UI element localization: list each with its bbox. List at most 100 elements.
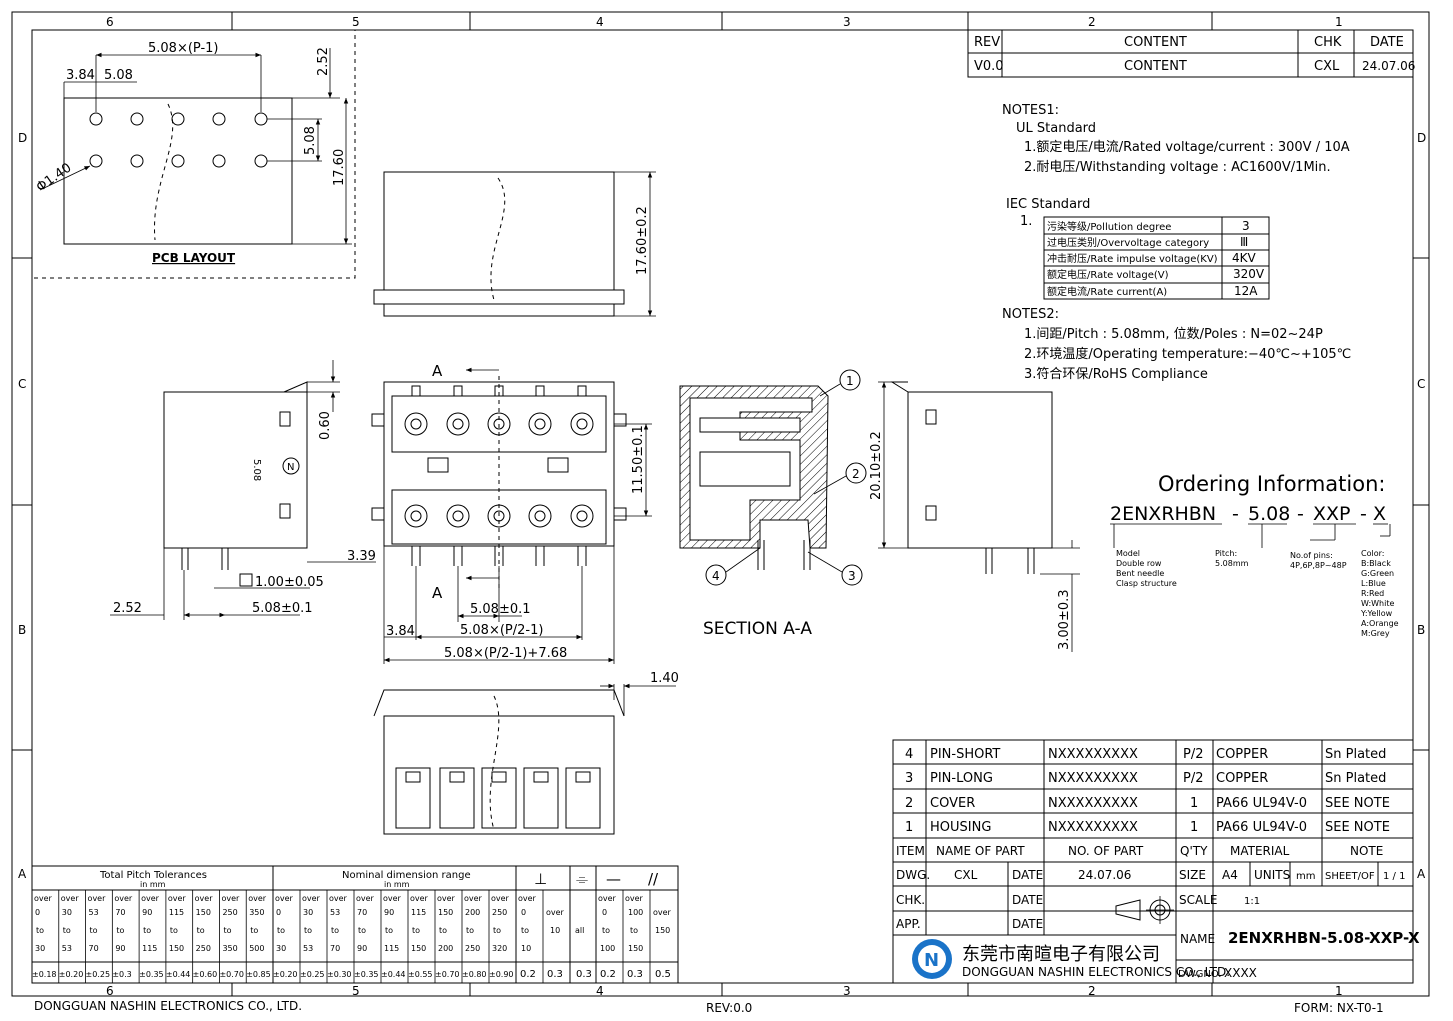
bom-cell: 1 (905, 820, 913, 835)
tol-to-value: 250 (465, 944, 480, 953)
tol-to: to (170, 926, 178, 935)
iec-value: 3 (1242, 219, 1250, 233)
notes2-title: NOTES2: (1002, 307, 1059, 322)
bom-cell: SEE NOTE (1325, 796, 1390, 811)
tb-value: mm (1296, 871, 1315, 882)
tb-value: 1 / 1 (1383, 871, 1405, 882)
tb-label: SCALE (1179, 893, 1217, 907)
tol-to: to (143, 926, 151, 935)
zone-col-top: 5 (352, 15, 360, 29)
iec-title: IEC Standard (1006, 197, 1090, 212)
tol-to: to (63, 926, 71, 935)
tb-label: NAME (1180, 932, 1215, 946)
tb-label: DATE (1012, 893, 1043, 907)
tol-to-value: 70 (330, 944, 340, 953)
bom-cell: PA66 UL94V-0 (1216, 796, 1307, 811)
projection-symbol (1115, 896, 1174, 924)
tol-title: Total Pitch Tolerances (99, 870, 207, 881)
tol-over: over (464, 894, 483, 903)
code-part: X (1373, 503, 1386, 525)
tol-value: ±0.70 (435, 970, 460, 979)
tol-from: 0 (521, 908, 526, 917)
dim-label: 17.60±0.2 (635, 206, 650, 275)
tol-to: to (358, 926, 366, 935)
tol-value: ±0.35 (139, 970, 164, 979)
chk-value: CXL (1314, 59, 1340, 74)
pins-desc: No.of pins: (1290, 551, 1333, 560)
tol-to: to (277, 926, 285, 935)
notes1-title: NOTES1: (1002, 103, 1059, 118)
tol-to: to (36, 926, 44, 935)
tol-to: to (223, 926, 231, 935)
iec-label: 污染等级/Pollution degree (1047, 220, 1171, 233)
tol-value: ±0.60 (193, 970, 218, 979)
pcb-frame (31, 29, 356, 279)
zone-col-top: 1 (1335, 15, 1343, 29)
tol-to: to (602, 926, 610, 935)
dim-label: 3.00±0.3 (1057, 589, 1072, 650)
bom-cell: NXXXXXXXXX (1048, 771, 1138, 786)
tol-over: over (114, 894, 133, 903)
color-desc: G:Green (1361, 569, 1394, 578)
pitch-desc: 5.08mm (1215, 559, 1249, 568)
footer-right: FORM: NX-T0-1 (1294, 1001, 1384, 1015)
bom-cell: COPPER (1216, 747, 1268, 762)
tol-value: ±0.20 (59, 970, 84, 979)
tol-from: 115 (411, 908, 426, 917)
bom-cell: P/2 (1183, 771, 1204, 786)
notes2: NOTES2: 1.间距/Pitch : 5.08mm, 位数/Poles : … (1002, 307, 1351, 382)
tol-value: ±0.90 (489, 970, 514, 979)
right-view: 20.10±0.2 3.00±0.3 (869, 381, 1080, 652)
top-screws (404, 412, 594, 528)
zone-col-bottom: 5 (352, 984, 360, 998)
code-part: 5.08 (1248, 503, 1290, 525)
tol-range: all (575, 926, 584, 935)
tol-to: to (412, 926, 420, 935)
tol-value: ±0.20 (273, 970, 298, 979)
tol-value: ±0.55 (408, 970, 433, 979)
tol-value: 0.5 (655, 969, 671, 980)
dim-label: 3.84 (66, 68, 95, 83)
bom-header: NOTE (1350, 844, 1383, 858)
footer-mid: REV:0.0 (706, 1001, 752, 1015)
iec-value: Ⅲ (1240, 235, 1248, 249)
bom-cell: 1 (1190, 820, 1198, 835)
iec-label: 额定电压/Rate voltage(V) (1047, 268, 1169, 281)
tol-to-value: 150 (411, 944, 426, 953)
iec-index: 1. (1020, 214, 1032, 229)
pcb-layout-label: PCB LAYOUT (152, 251, 236, 265)
tol-value: ±0.30 (327, 970, 352, 979)
tol-from: 150 (196, 908, 211, 917)
dim-label: 5.08×(P/2-1) (460, 623, 543, 638)
zone-row-right: D (1417, 131, 1426, 145)
tol-over: over (168, 894, 187, 903)
bom-cell: 3 (905, 771, 913, 786)
tol-over: over (275, 894, 294, 903)
bom-cell: P/2 (1183, 747, 1204, 762)
tol-to-value: 90 (115, 944, 125, 953)
ul-line: 1.额定电压/电流/Rated voltage/current : 300V /… (1024, 140, 1350, 155)
logo-letter: N (924, 950, 939, 971)
tol-to-value: 70 (89, 944, 99, 953)
tol-from: 90 (384, 908, 394, 917)
model-desc: Model (1116, 549, 1140, 558)
tol-value: 0.3 (627, 969, 643, 980)
tol-value: ±0.80 (462, 970, 487, 979)
tol-value: ±0.25 (86, 970, 111, 979)
side-mark: 5.08 (251, 459, 262, 481)
zone-col-bottom: 3 (843, 984, 851, 998)
zone-row-right: B (1417, 623, 1425, 637)
tb-label: DWGNO. (1178, 969, 1221, 980)
tol-to-value: 10 (550, 926, 560, 935)
tol-value: 0.3 (576, 969, 592, 980)
zone-row-left: D (18, 131, 27, 145)
zone-col-bottom: 1 (1335, 984, 1343, 998)
code-part: XXP (1313, 503, 1351, 525)
tol-to: to (385, 926, 393, 935)
tolerance-table: Total Pitch Tolerances in mm Nominal dim… (31, 865, 679, 984)
zone-col-top: 4 (596, 15, 604, 29)
dim-label: 2.52 (316, 47, 331, 76)
bom-cell: COVER (930, 796, 975, 811)
ordering-info: Ordering Information: 2ENXRHBN - 5.08 - … (1110, 472, 1399, 638)
tol-from: 250 (222, 908, 237, 917)
